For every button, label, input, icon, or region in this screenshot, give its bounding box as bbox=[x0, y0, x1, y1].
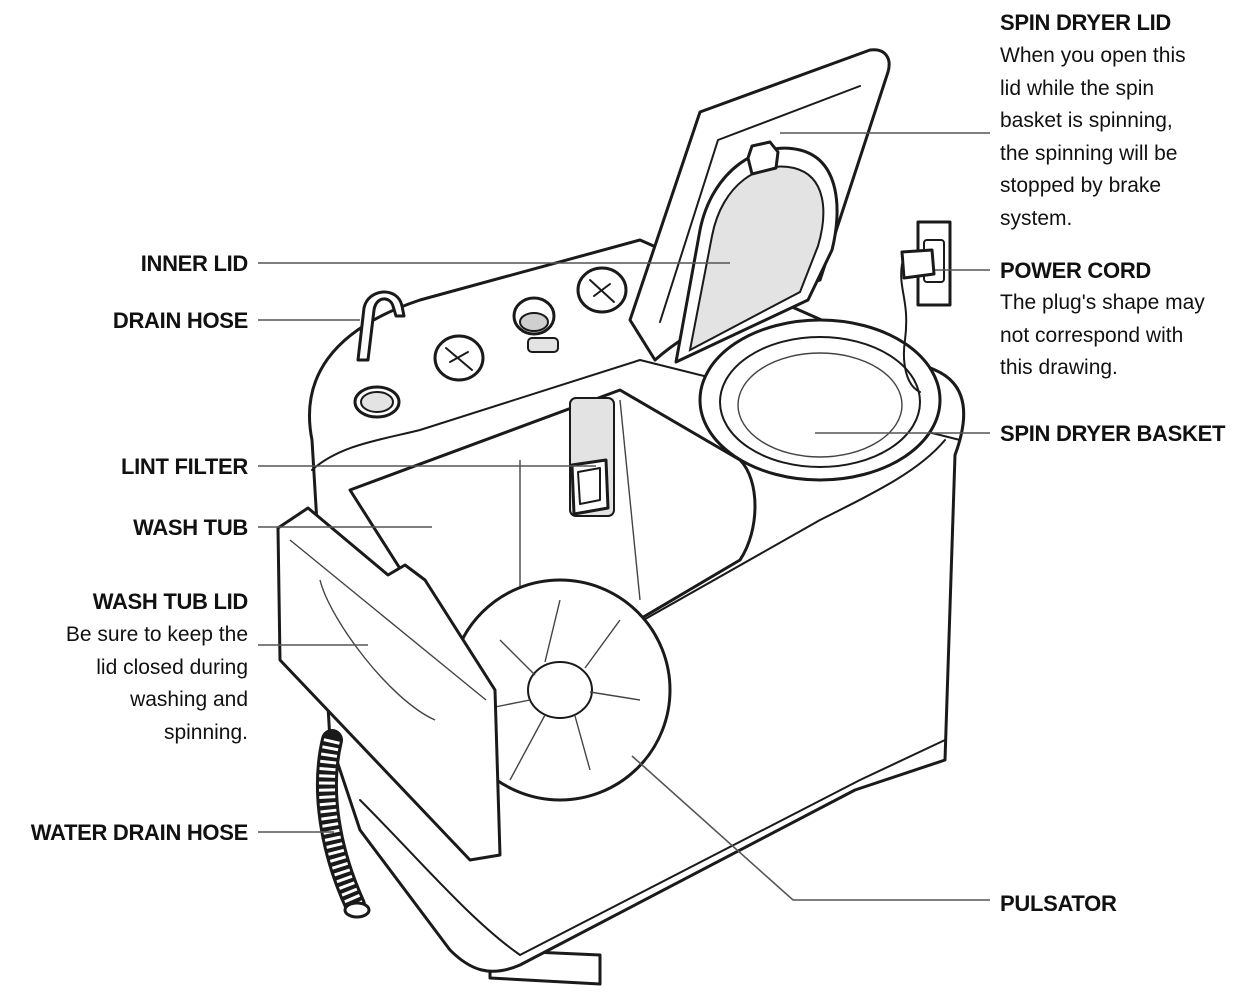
label-lint-filter: LINT FILTER bbox=[120, 454, 248, 479]
label-spin-dryer-lid: SPIN DRYER LID bbox=[1000, 10, 1172, 35]
spin-dryer-basket-shape bbox=[698, 318, 942, 482]
leader-pulsator bbox=[631, 755, 990, 901]
label-pulsator: PULSATOR bbox=[1000, 891, 1117, 916]
drain-hose-shape bbox=[356, 290, 406, 362]
label-spin-dryer-basket: SPIN DRYER BASKET bbox=[1000, 421, 1226, 446]
label-wash-tub-lid: WASH TUB LID bbox=[92, 589, 249, 614]
label-water-drain-hose: WATER DRAIN HOSE bbox=[30, 820, 249, 845]
wash-tub-lid-shape bbox=[276, 506, 502, 862]
desc-wash-tub-lid: Be sure to keep the lid closed during wa… bbox=[65, 623, 248, 744]
label-wash-tub: WASH TUB bbox=[133, 515, 248, 540]
inner-lid-shape bbox=[674, 140, 839, 364]
water-drain-hose-shape bbox=[315, 729, 371, 919]
label-power-cord: POWER CORD bbox=[1000, 258, 1152, 283]
leader-lines bbox=[258, 132, 990, 901]
label-inner-lid: INNER LID bbox=[140, 251, 249, 276]
desc-spin-dryer-lid: When you open this lid while the spin ba… bbox=[1000, 44, 1186, 230]
desc-power-cord: The plug's shape may not correspond with… bbox=[1000, 291, 1205, 379]
label-drain-hose: DRAIN HOSE bbox=[112, 308, 248, 333]
power-cord-shape bbox=[900, 220, 952, 393]
lint-filter-shape bbox=[569, 397, 615, 517]
control-knobs bbox=[353, 266, 628, 419]
